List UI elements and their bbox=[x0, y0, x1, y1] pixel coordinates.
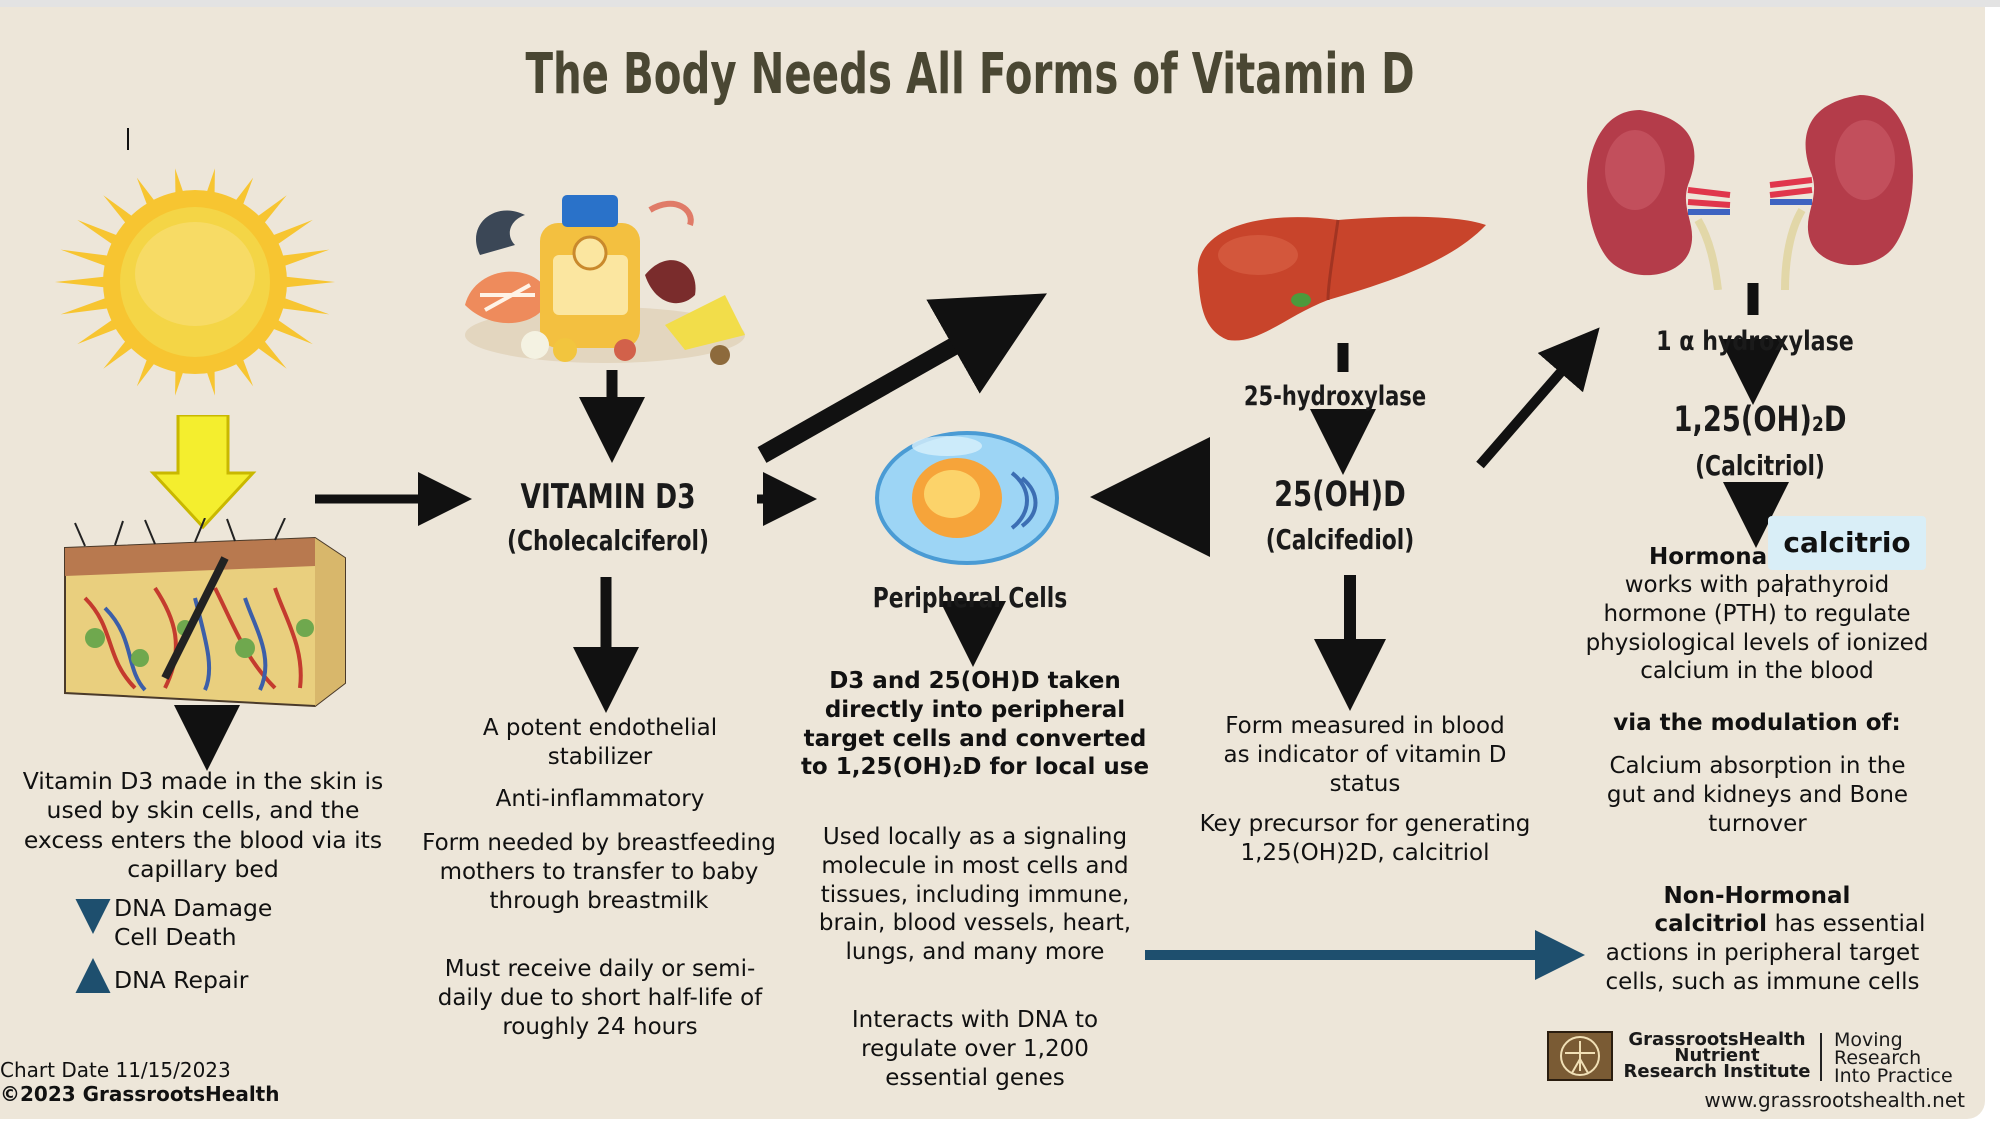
tagline-line-3: Into Practice bbox=[1834, 1065, 1953, 1087]
d3-note-3: Form needed by breastfeeding mothers to … bbox=[422, 830, 776, 914]
spellcheck-tooltip[interactable]: calcitrio bbox=[1768, 516, 1926, 570]
non-hormonal-title: Non-Hormonal bbox=[1663, 883, 1851, 909]
non-hormonal-text: has essential actions in peripheral targ… bbox=[1605, 911, 1926, 995]
text-caret bbox=[1786, 574, 1788, 596]
dna-repair-label: DNA Repair bbox=[114, 966, 249, 994]
peripheral-cells-title: Peripheral Cells bbox=[872, 581, 1068, 614]
copyright: ©2023 GrassrootsHealth bbox=[0, 1082, 280, 1106]
org-name-line-3: Research Institute bbox=[1623, 1061, 1811, 1082]
org-name-line-1: GrassrootsHealth bbox=[1628, 1029, 1806, 1050]
window-top-border bbox=[0, 0, 2000, 7]
non-hormonal-lead: calcitriol bbox=[1654, 911, 1767, 937]
kidneys-icon bbox=[1587, 95, 1913, 290]
vitamin-d3-title: VITAMIN D3 bbox=[520, 477, 696, 517]
sun-to-skin-arrow-icon bbox=[149, 415, 257, 530]
d3-to-liver-arrow-icon bbox=[757, 293, 1047, 463]
text-cursor bbox=[127, 128, 129, 150]
calcifediol-label: (Calcifediol) bbox=[1265, 523, 1415, 556]
25-hydroxylase-label: 25-hydroxylase bbox=[1243, 381, 1427, 412]
25ohd-note-1: Form measured in blood as indicator of v… bbox=[1223, 713, 1507, 797]
hormonal-text: works with parathyroid hormone (PTH) to … bbox=[1585, 572, 1929, 685]
hormonal-title: Hormonal bbox=[1649, 544, 1775, 570]
peripheral-note-2: Interacts with DNA to regulate over 1,20… bbox=[851, 1007, 1099, 1091]
25ohd-title: 25(OH)D bbox=[1274, 475, 1406, 515]
chart-date: Chart Date 11/15/2023 bbox=[0, 1058, 231, 1082]
liver-to-kidney-arrow-icon bbox=[1476, 327, 1600, 469]
peripheral-note-1: Used locally as a signaling molecule in … bbox=[818, 824, 1132, 965]
d3-note-1: A potent endothelial stabilizer bbox=[482, 715, 718, 770]
website-url[interactable]: www.grassrootshealth.net bbox=[1704, 1088, 1965, 1112]
logo-divider bbox=[1820, 1033, 1822, 1081]
food-sources-icon bbox=[465, 195, 745, 365]
d3-note-4: Must receive daily or semi-daily due to … bbox=[437, 956, 763, 1040]
25ohd-note-2: Key precursor for generating 1,25(OH)2D,… bbox=[1199, 811, 1531, 866]
cholecalciferol-label: (Cholecalciferol) bbox=[506, 524, 710, 557]
sun-icon bbox=[55, 168, 335, 396]
modulation-items: Calcium absorption in the gut and kidney… bbox=[1606, 753, 1909, 837]
d3-note-2: Anti-inflammatory bbox=[495, 786, 705, 812]
modulation-label: via the modulation of: bbox=[1613, 710, 1901, 736]
1-alpha-hydroxylase-label: 1 α hydroxylase bbox=[1656, 326, 1854, 357]
org-name-line-2: Nutrient bbox=[1674, 1045, 1760, 1066]
calcitriol-formula: 1,25(OH)₂D bbox=[1673, 400, 1847, 440]
skin-description: Vitamin D3 made in the skin is used by s… bbox=[22, 767, 384, 884]
peripheral-conversion-text: D3 and 25(OH)D taken directly into perip… bbox=[800, 668, 1150, 781]
skin-layers-icon bbox=[64, 518, 346, 708]
cell-death-label: Cell Death bbox=[114, 923, 237, 951]
peripheral-cell-icon bbox=[875, 431, 1059, 565]
tagline-line-1: Moving bbox=[1834, 1029, 1903, 1051]
page-title: The Body Needs All Forms of Vitamin D bbox=[525, 42, 1415, 107]
tagline-line-2: Research bbox=[1834, 1047, 1922, 1069]
liver-icon bbox=[1197, 216, 1486, 341]
vitruvian-logo-icon bbox=[1547, 1031, 1613, 1081]
dna-damage-label: DNA Damage bbox=[114, 894, 273, 922]
calcitriol-label: (Calcitriol) bbox=[1695, 449, 1825, 482]
